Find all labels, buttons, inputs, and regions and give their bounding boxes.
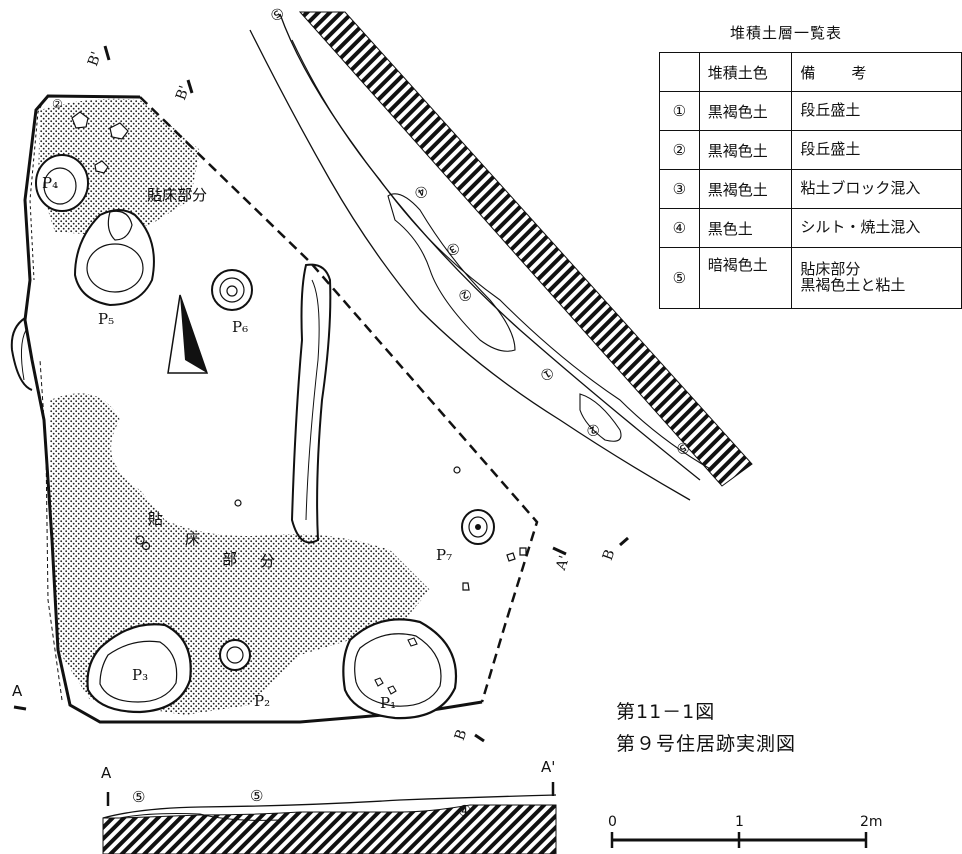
legend-row-num: ③: [659, 169, 700, 209]
legend-row: ⑤ 暗褐色土 貼床部分 黒褐色土と粘土: [659, 247, 962, 309]
long-pit: [290, 263, 332, 544]
legend-header-num: [659, 52, 700, 92]
dwelling-outline-dashed: [139, 96, 539, 703]
legend-row-num: ②: [659, 130, 700, 170]
floor-label-lower-2: 床: [185, 530, 201, 548]
section-layer-mark: ⑤: [132, 788, 146, 806]
pit-label-p4: P₄: [42, 174, 59, 192]
floor-label-lower-1: 貼: [148, 510, 164, 528]
legend-title: 堆積土層一覧表: [730, 24, 843, 42]
legend-row-color: 黒褐色土: [698, 169, 793, 209]
pit-P5: [73, 209, 155, 307]
legend-row-note: 段丘盛土: [791, 91, 962, 131]
legend-row-note: 段丘盛土: [791, 130, 962, 170]
pit-label-p5: P₅: [98, 310, 115, 328]
trench-hatch: [298, 11, 753, 487]
legend-table: 堆積土色 備考 ① 黒褐色土 段丘盛土 ② 黒褐色土 段丘盛土 ③ 黒褐色土 粘…: [659, 52, 962, 309]
scale-tick-2: 2m: [860, 814, 883, 830]
legend-row: ① 黒褐色土 段丘盛土: [659, 91, 962, 131]
trench-wall-line: [249, 29, 691, 501]
legend-header-row: 堆積土色 備考: [659, 52, 962, 92]
legend-row-note: 貼床部分 黒褐色土と粘土: [791, 247, 962, 309]
legend-header-color: 堆積土色: [698, 52, 793, 92]
floor-label-upper: 貼床部分: [147, 186, 208, 204]
legend-row-color: 黒褐色土: [698, 91, 793, 131]
figure-title: 第９号住居跡実測図: [616, 733, 797, 755]
legend-row-num: ①: [659, 91, 700, 131]
pit-label-p2: P₂: [254, 692, 271, 710]
legend-row-note: シルト・焼土混入: [791, 208, 962, 248]
floor-layer-mark: ②: [52, 97, 63, 111]
legend-row-num: ⑤: [659, 247, 700, 309]
pit-P6: [211, 269, 253, 311]
legend-row: ② 黒褐色土 段丘盛土: [659, 130, 962, 170]
pit-label-p3: P₃: [132, 666, 149, 684]
legend-row-num: ④: [659, 208, 700, 248]
legend-row-color: 暗褐色土: [698, 247, 793, 309]
pit-P4: [35, 154, 89, 212]
legend-row: ③ 黒褐色土 粘土ブロック混入: [659, 169, 962, 209]
section-layer-mark: ④: [458, 802, 472, 820]
legend-row: ④ 黒色土 シルト・焼土混入: [659, 208, 962, 248]
pit-label-p6: P₆: [232, 318, 249, 336]
pit-P7: [461, 509, 495, 545]
scale-bar: [610, 832, 868, 848]
legend-header-note: 備考: [791, 52, 962, 92]
floor-label-lower-4: 分: [260, 552, 276, 570]
marker-a: A: [12, 682, 23, 700]
floor-label-lower-3: 部: [222, 550, 238, 568]
section-start-label: A: [101, 764, 112, 782]
pit-P1: [342, 618, 458, 720]
pit-P2-small: [219, 639, 251, 671]
pit-P3: [86, 623, 192, 714]
scale-tick-0: 0: [608, 814, 617, 830]
legend-row-color: 黒色土: [698, 208, 793, 248]
section-layer-mark: ⑤: [250, 787, 264, 805]
north-arrow-icon: [167, 294, 209, 374]
legend-row-note: 粘土ブロック混入: [791, 169, 962, 209]
pit-label-p7: P₇: [436, 546, 453, 564]
section-profile: [102, 782, 557, 854]
pit-label-p1: P₁: [380, 694, 397, 712]
legend-row-color: 黒褐色土: [698, 130, 793, 170]
scale-tick-1: 1: [735, 814, 744, 830]
section-end-label: A': [541, 758, 556, 776]
figure-number: 第11－1図: [616, 701, 716, 723]
